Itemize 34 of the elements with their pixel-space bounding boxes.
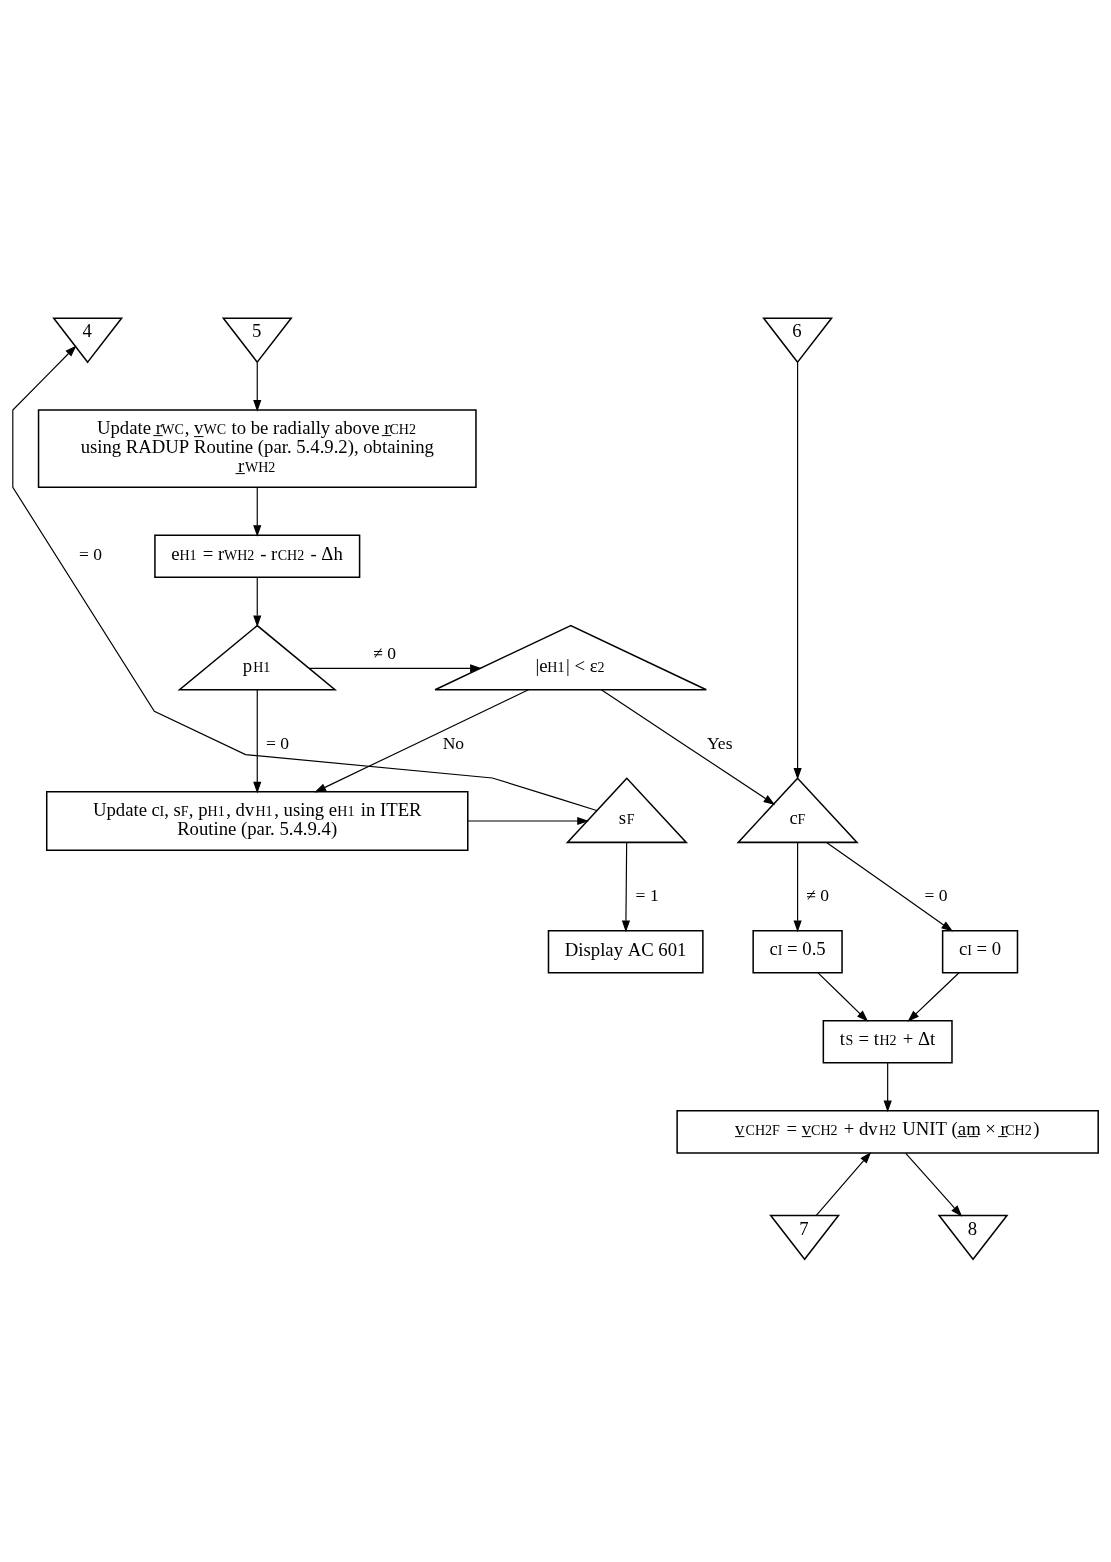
arrow (253, 576, 262, 627)
node-box: cI = 0.5 (752, 929, 843, 974)
arrow (600, 688, 776, 805)
edge-label: = 1 (635, 884, 659, 905)
edge-label: ≠ 0 (806, 884, 830, 905)
edge-label: = 0 (78, 543, 102, 564)
edge-label: = 0 (266, 732, 290, 753)
arrow (825, 841, 954, 932)
arrow (253, 361, 262, 412)
arrow (793, 361, 802, 780)
arrow (817, 971, 869, 1022)
node-box: Update cI, sF, pH1, dvH1, using eH1 in ITER Routine (par. 5.4.9.4) (45, 790, 469, 851)
edge-label: = 0 (924, 884, 948, 905)
arrow (621, 841, 631, 932)
edge-label: ≠ 0 (373, 642, 397, 663)
node-box: Display AC 601 (547, 929, 704, 974)
arrow (12, 344, 598, 811)
node-box: Update r̲WC, v̲WC to be radially above r̲CH2 using RADUP Routine (par. 5.4.9.2), obtaining r̲WH2 (37, 408, 477, 488)
arrow (253, 688, 262, 793)
arrow (815, 1151, 872, 1216)
edge-label: Yes (706, 732, 733, 753)
arrow (883, 1061, 892, 1112)
arrow (793, 841, 802, 932)
arrow (905, 1152, 963, 1217)
node-box: tS = tH2 + Δt (822, 1019, 953, 1064)
arrow (253, 486, 262, 537)
arrow (907, 971, 960, 1022)
arrow (314, 688, 530, 792)
edge-label: No (442, 732, 465, 753)
node-box: cI = 0 (941, 929, 1019, 974)
arrow (467, 816, 589, 825)
node-box: v̲CH2F = v̲CH2 + dvH2 UNIT (a̲m̲ × r̲CH2) (676, 1109, 1099, 1154)
arrow (308, 663, 482, 672)
node-box: eH1 = rWH2 - rCH2 - Δh (154, 534, 361, 578)
